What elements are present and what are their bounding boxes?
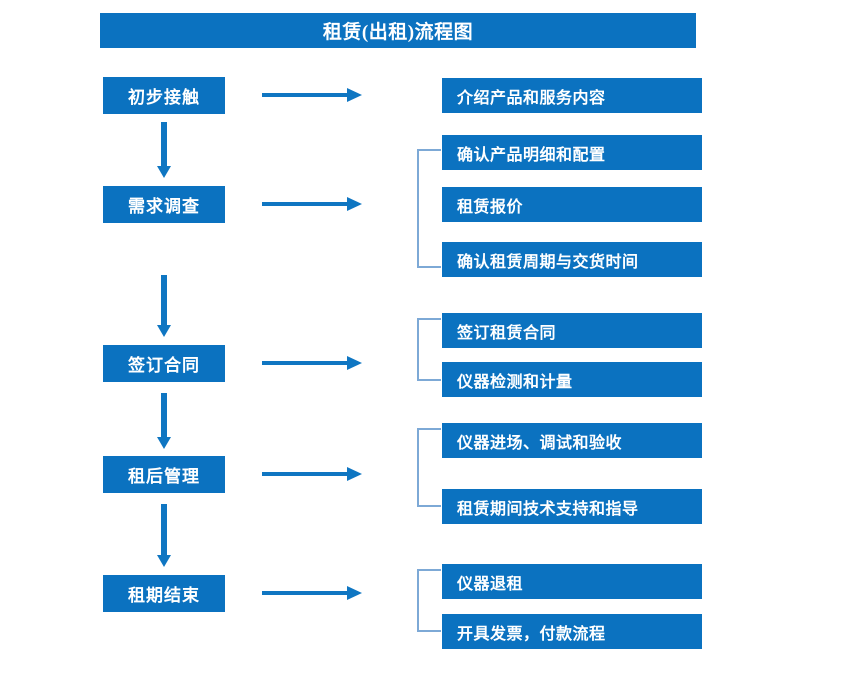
stage-box-demand-survey[interactable]: 需求调查 [103, 186, 225, 223]
arrow-shaft [161, 504, 167, 555]
stage-box-initial-contact[interactable]: 初步接触 [103, 77, 225, 114]
detail-box-confirm-lease-period[interactable]: 确认租赁周期与交货时间 [442, 242, 702, 277]
detail-box-confirm-product-details[interactable]: 确认产品明细和配置 [442, 135, 702, 170]
arrow-head-down-icon [157, 437, 171, 449]
stage-box-lease-end[interactable]: 租期结束 [103, 575, 225, 612]
arrow-shaft [262, 93, 350, 97]
horizontal-arrow-1 [262, 88, 362, 102]
arrow-shaft [262, 591, 350, 595]
detail-box-rental-quotation[interactable]: 租赁报价 [442, 187, 702, 222]
arrow-shaft [161, 393, 167, 437]
stage-box-post-rental-management[interactable]: 租后管理 [103, 456, 225, 493]
detail-box-instrument-inspection[interactable]: 仪器检测和计量 [442, 362, 702, 397]
arrow-shaft [161, 275, 167, 325]
horizontal-arrow-4 [262, 467, 362, 481]
arrow-head-right-icon [347, 88, 362, 102]
arrow-head-down-icon [157, 555, 171, 567]
horizontal-arrow-3 [262, 356, 362, 370]
diagram-title: 租赁(出租)流程图 [100, 13, 696, 48]
group-bracket-lease-end [417, 569, 441, 632]
detail-box-instrument-return[interactable]: 仪器退租 [442, 564, 702, 599]
arrow-shaft [262, 202, 350, 206]
arrow-head-right-icon [347, 586, 362, 600]
arrow-shaft [262, 361, 350, 365]
detail-box-technical-support[interactable]: 租赁期间技术支持和指导 [442, 489, 702, 524]
group-bracket-demand-survey [417, 149, 441, 268]
arrow-head-right-icon [347, 467, 362, 481]
group-bracket-post-rental [417, 428, 441, 507]
arrow-head-right-icon [347, 197, 362, 211]
detail-box-introduce-products[interactable]: 介绍产品和服务内容 [442, 78, 702, 113]
detail-box-invoice-payment[interactable]: 开具发票，付款流程 [442, 614, 702, 649]
arrow-shaft [161, 122, 167, 166]
arrow-head-down-icon [157, 325, 171, 337]
arrow-shaft [262, 472, 350, 476]
vertical-arrow-4 [157, 504, 171, 567]
arrow-head-down-icon [157, 166, 171, 178]
vertical-arrow-2 [157, 275, 171, 337]
stage-box-sign-contract[interactable]: 签订合同 [103, 345, 225, 382]
horizontal-arrow-2 [262, 197, 362, 211]
detail-box-sign-lease-contract[interactable]: 签订租赁合同 [442, 313, 702, 348]
vertical-arrow-1 [157, 122, 171, 178]
horizontal-arrow-5 [262, 586, 362, 600]
detail-box-instrument-installation[interactable]: 仪器进场、调试和验收 [442, 423, 702, 458]
arrow-head-right-icon [347, 356, 362, 370]
group-bracket-sign-contract [417, 318, 441, 381]
vertical-arrow-3 [157, 393, 171, 449]
